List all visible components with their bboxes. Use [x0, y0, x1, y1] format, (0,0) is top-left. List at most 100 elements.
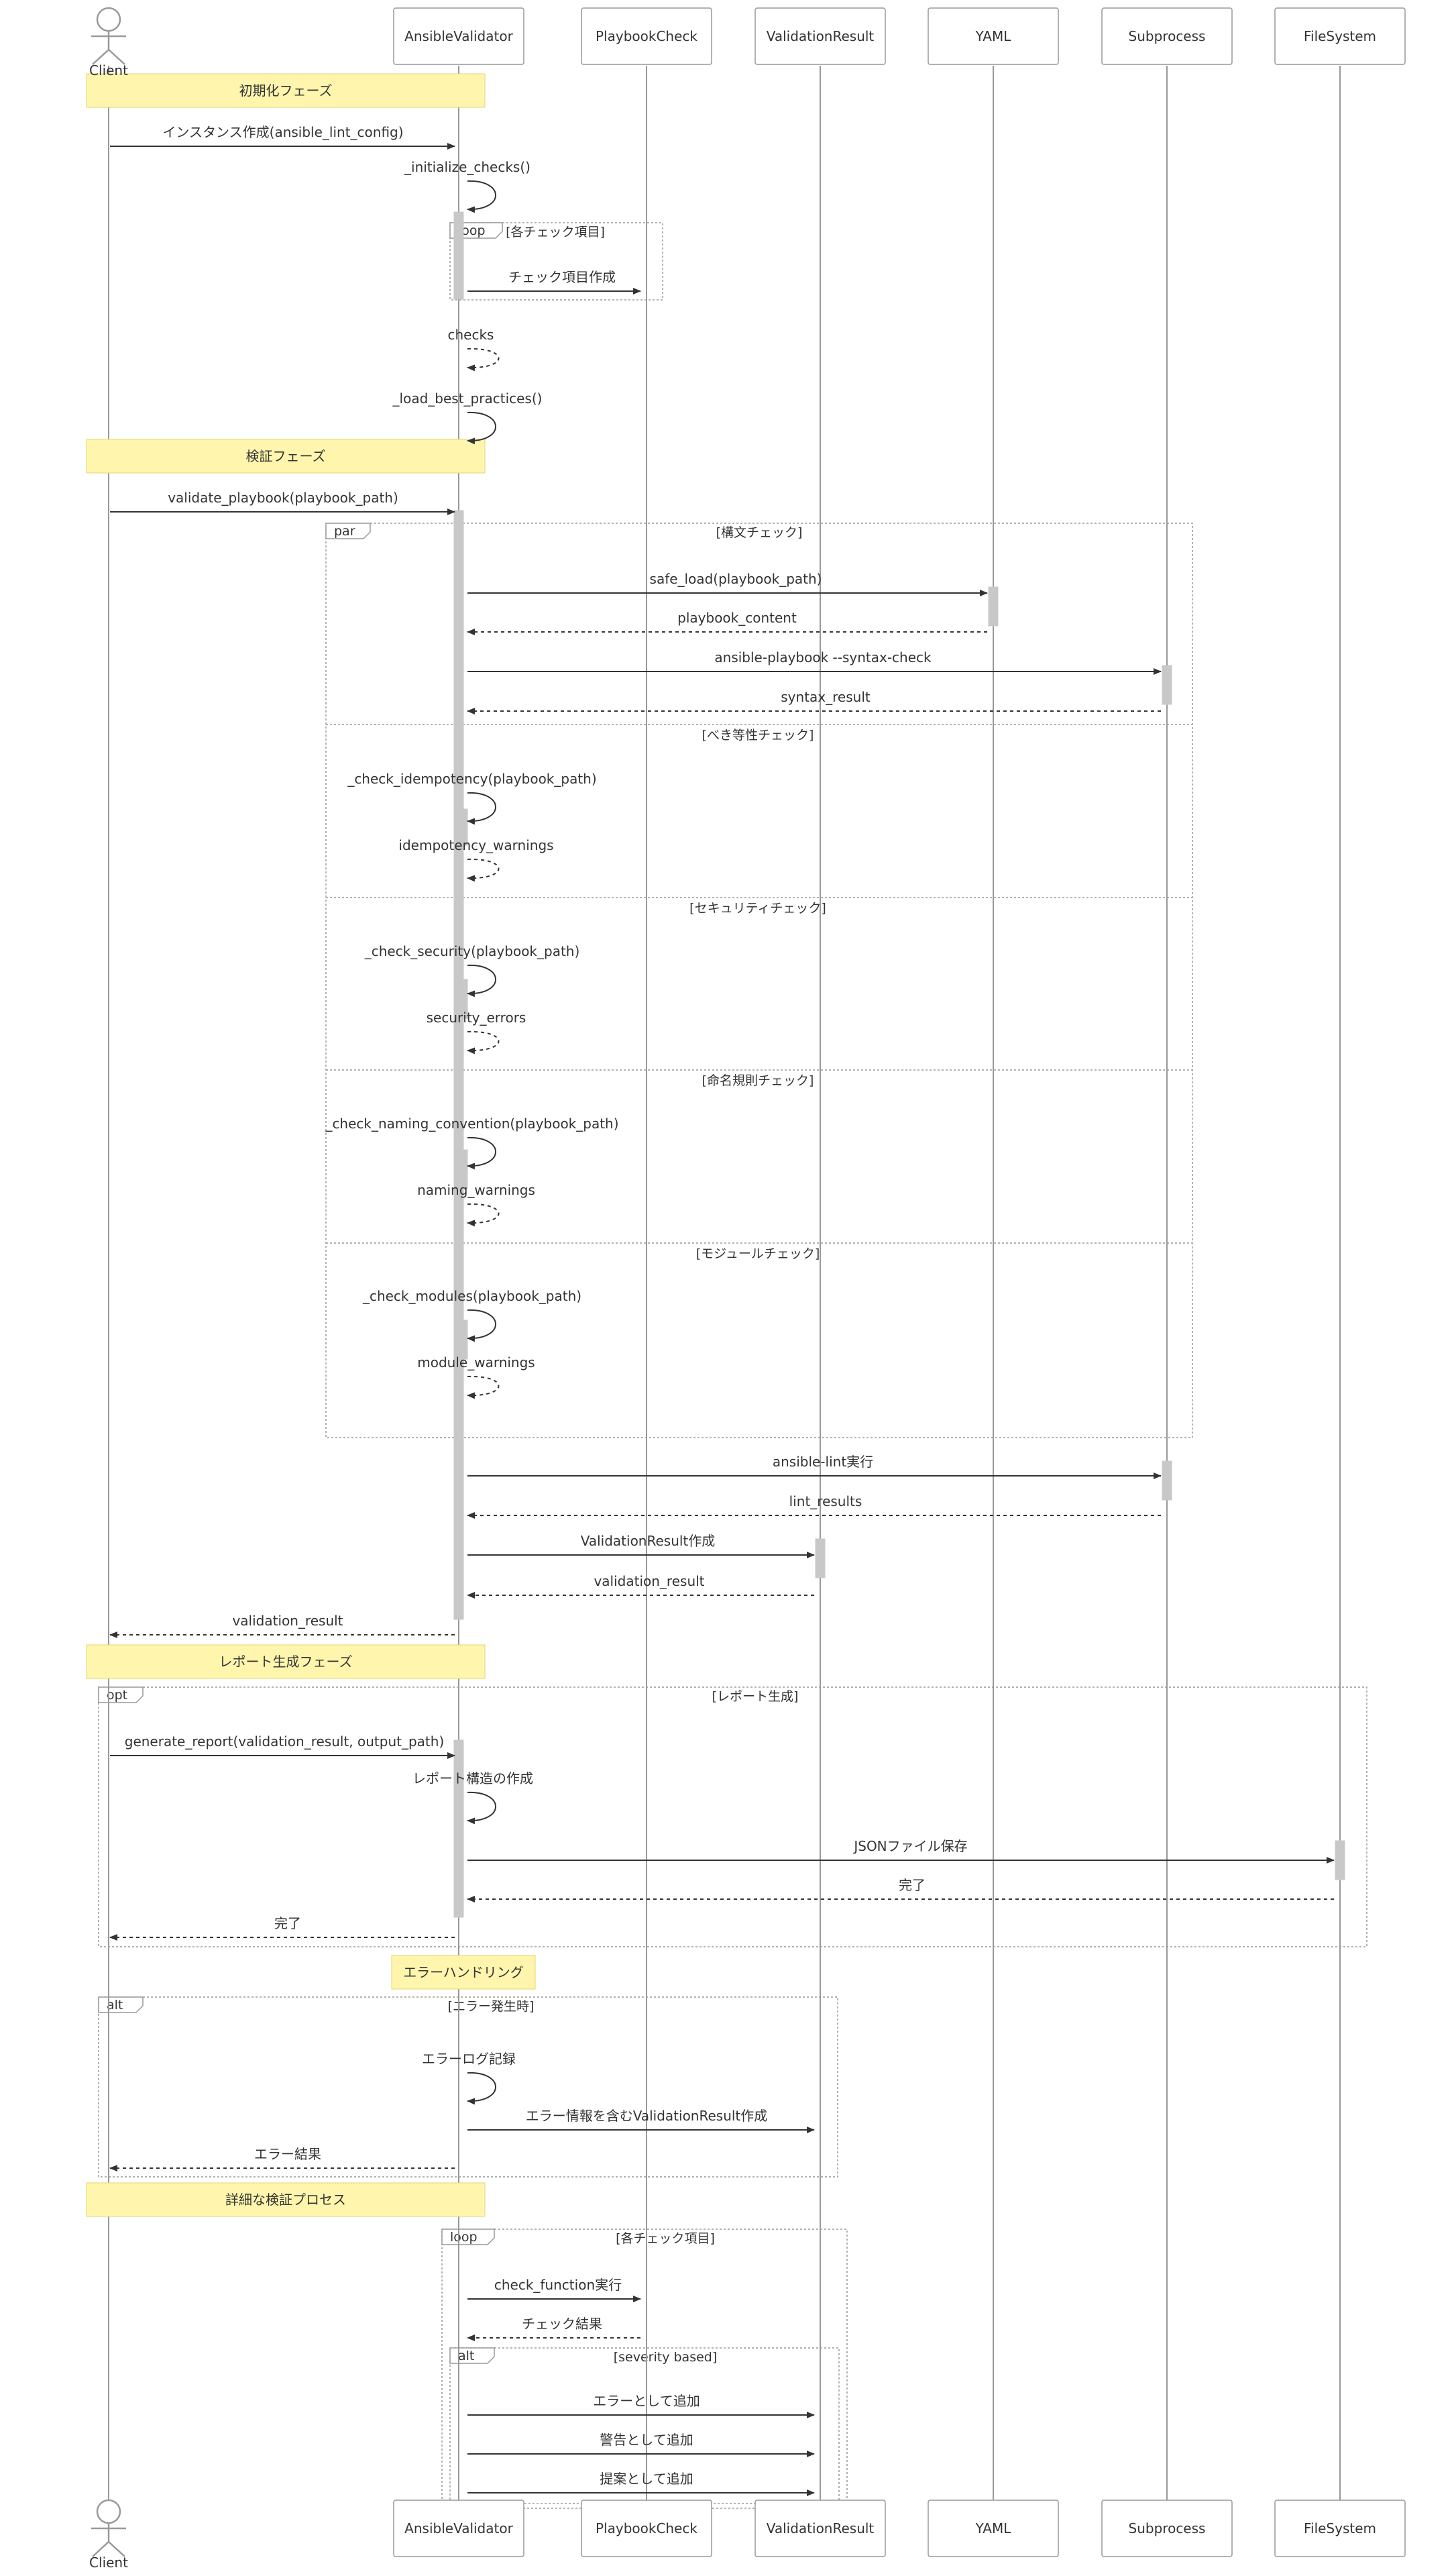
fragment-keyword: loop	[458, 223, 486, 238]
message-label: レポート構造の作成	[412, 1770, 533, 1786]
message-m1: インスタンス作成(ansible_lint_config)	[110, 124, 455, 150]
message-label: JSONファイル保存	[852, 1838, 967, 1854]
message-m4: checks	[448, 327, 500, 372]
message-m23: validation_result	[109, 1613, 455, 1638]
fragment-tab	[98, 1996, 144, 2013]
message-label: module_warnings	[417, 1354, 535, 1371]
fragment-tab	[98, 1686, 144, 1703]
participant-sub-top: Subprocess	[1101, 7, 1233, 65]
participant-box	[581, 7, 712, 65]
note-text: エラーハンドリング	[403, 1964, 524, 1980]
note-box	[391, 1955, 536, 1990]
participant-yaml-bottom: YAML	[928, 2500, 1059, 2557]
participant-label: Client	[89, 62, 128, 78]
self-message-arrow	[467, 1375, 500, 1399]
participant-box	[1274, 7, 1406, 65]
participant-label: FileSystem	[1304, 2520, 1376, 2536]
fragment-condition: [各チェック項目]	[506, 225, 605, 239]
participant-vr-top: ValidationResult	[754, 7, 886, 65]
message-m25: レポート構造の作成	[412, 1770, 533, 1825]
note-detail: 詳細な検証プロセス	[86, 2182, 486, 2217]
fragment-box	[325, 523, 1193, 1438]
message-label: _check_modules(playbook_path)	[362, 1288, 581, 1304]
activation-yaml	[988, 586, 999, 627]
self-message-arrow	[467, 1791, 496, 1825]
message-m5: _load_best_practices()	[392, 390, 542, 445]
fragment-section-label: [モジュールチェック]	[696, 1246, 820, 1261]
fragment-opt: opt[レポート生成]	[98, 1686, 1367, 1947]
participant-label: AnsibleValidator	[404, 2520, 513, 2536]
message-m28: 完了	[109, 1915, 455, 1941]
message-m11: _check_idempotency(playbook_path)	[347, 771, 597, 825]
message-label: チェック項目作成	[508, 269, 616, 285]
note-text: 検証フェーズ	[246, 448, 326, 464]
message-m20: lint_results	[467, 1493, 1161, 1519]
message-label: generate_report(validation_result, outpu…	[125, 1733, 445, 1750]
message-m14: security_errors	[427, 1010, 526, 1055]
self-message-arrow	[467, 792, 496, 825]
participant-box	[1101, 7, 1233, 65]
activation-sub	[1162, 1460, 1172, 1501]
self-message-arrow	[467, 1309, 496, 1342]
fragment-alt1: alt[エラー発生時]	[98, 1996, 838, 2178]
message-label: playbook_content	[677, 610, 797, 626]
note-error: エラーハンドリング	[391, 1955, 536, 1990]
participant-box	[581, 2500, 712, 2557]
participant-label: YAML	[975, 2520, 1012, 2536]
fragment-alt2: alt [severity based]	[449, 2347, 840, 2504]
participant-box	[393, 2500, 524, 2557]
fragment-tab	[325, 523, 371, 539]
message-label: validate_playbook(playbook_path)	[168, 490, 398, 506]
self-message-arrow	[467, 1203, 500, 1227]
participant-client-bottom: Client	[89, 2499, 128, 2571]
participant-box	[393, 7, 524, 65]
message-m8: playbook_content	[467, 610, 987, 635]
activation-av	[453, 1739, 464, 1918]
message-label: エラーログ記録	[422, 2051, 516, 2067]
participant-label: Client	[89, 2555, 128, 2571]
message-m9: ansible-playbook --syntax-check	[467, 649, 1162, 675]
activation-fs	[1335, 1840, 1345, 1880]
message-label: ansible-playbook --syntax-check	[714, 649, 932, 665]
message-label: エラー情報を含むValidationResult作成	[526, 2108, 768, 2124]
message-m12: idempotency_warnings	[398, 837, 554, 882]
message-label: lint_results	[789, 1493, 862, 1509]
fragment-loop1: loop [各チェック項目]	[449, 222, 663, 301]
activation-av	[457, 808, 468, 846]
participant-label: YAML	[975, 28, 1012, 44]
message-label: check_function実行	[494, 2277, 622, 2293]
participant-av-top: AnsibleValidator	[393, 7, 524, 65]
message-m7: safe_load(playbook_path)	[467, 571, 988, 596]
fragment-condition: [レポート生成]	[712, 1689, 799, 1704]
note-box	[86, 1644, 486, 1679]
fragment-section-label: [べき等性チェック]	[702, 728, 814, 743]
participant-av-bottom: AnsibleValidator	[393, 2500, 524, 2557]
message-m16: naming_warnings	[417, 1182, 535, 1227]
self-message-arrow	[467, 964, 496, 998]
actor-head	[96, 2499, 121, 2524]
participant-pc-bottom: PlaybookCheck	[581, 2500, 712, 2557]
fragment-condition: [エラー発生時]	[448, 1999, 535, 2014]
message-m30: エラー情報を含むValidationResult作成	[467, 2108, 815, 2133]
participant-label: FileSystem	[1304, 28, 1376, 44]
fragment-keyword: alt	[458, 2349, 474, 2363]
note-init: 初期化フェーズ	[86, 73, 486, 108]
fragment-condition: [構文チェック]	[716, 525, 803, 540]
message-label: ansible-lint実行	[773, 1454, 873, 1470]
message-label: _check_idempotency(playbook_path)	[347, 771, 596, 787]
fragment-box	[98, 1686, 1367, 1947]
participant-box	[1101, 2500, 1233, 2557]
note-text: 初期化フェーズ	[239, 83, 333, 99]
fragment-condition: [severity based]	[614, 2350, 718, 2365]
message-m24: generate_report(validation_result, outpu…	[110, 1733, 455, 1759]
fragment-tab	[449, 2347, 495, 2364]
fragment-box	[441, 2229, 848, 2509]
message-m13: _check_security(playbook_path)	[364, 943, 579, 998]
message-m32: check_function実行	[467, 2277, 641, 2302]
participant-client-top: Client	[89, 7, 128, 78]
message-label: 完了	[274, 1915, 301, 1931]
message-m22: validation_result	[467, 1573, 814, 1599]
self-message-arrow	[467, 411, 496, 445]
message-label: idempotency_warnings	[398, 837, 553, 853]
